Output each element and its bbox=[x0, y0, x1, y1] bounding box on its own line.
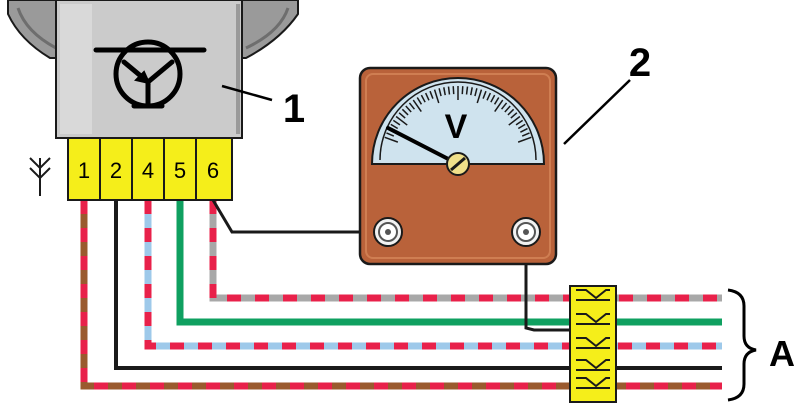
scale-tick bbox=[507, 108, 515, 116]
leader-line-module bbox=[221, 84, 273, 102]
transistor-icon bbox=[93, 39, 207, 109]
scale-tick bbox=[521, 132, 530, 137]
adjust-screw-icon bbox=[446, 152, 470, 176]
scale-tick bbox=[408, 102, 416, 110]
test-lead-negative bbox=[524, 232, 584, 332]
scale-tick bbox=[504, 105, 511, 113]
pin-label: 2 bbox=[110, 158, 122, 183]
probe-contact bbox=[576, 359, 610, 371]
harness-brace bbox=[727, 288, 757, 402]
scale-tick bbox=[508, 115, 521, 126]
probe-contact bbox=[576, 377, 610, 389]
pin-label: 4 bbox=[142, 158, 154, 183]
control-module bbox=[7, 0, 299, 139]
scale-tick bbox=[443, 87, 446, 96]
wire-harness bbox=[80, 199, 722, 390]
scale-tick bbox=[482, 90, 487, 99]
scale-tick bbox=[405, 105, 412, 113]
scale-tick bbox=[494, 99, 504, 113]
scale-tick bbox=[490, 94, 496, 103]
scale-tick bbox=[476, 89, 483, 104]
scale-tick bbox=[438, 88, 442, 97]
scale-tick bbox=[517, 123, 526, 130]
voltmeter-unit: V bbox=[445, 108, 468, 146]
voltmeter-terminal-negative bbox=[511, 217, 541, 247]
scale-tick bbox=[424, 92, 430, 101]
scale-tick bbox=[416, 97, 423, 105]
scale-tick bbox=[510, 112, 518, 119]
scale-tick bbox=[520, 127, 528, 133]
label-module: 1 bbox=[283, 87, 305, 131]
scale-tick bbox=[433, 89, 440, 104]
scale-tick bbox=[412, 99, 422, 113]
probe-contact bbox=[576, 289, 610, 301]
scale-tick bbox=[386, 132, 395, 137]
scale-tick bbox=[465, 86, 469, 95]
pin-label: 6 bbox=[207, 158, 219, 183]
scale-tick bbox=[384, 136, 399, 143]
voltmeter: V bbox=[358, 66, 558, 266]
wire-green bbox=[176, 200, 722, 326]
wire-black bbox=[114, 200, 722, 370]
scale-tick bbox=[392, 119, 401, 126]
scale-tick bbox=[395, 115, 408, 126]
scale-tick bbox=[515, 119, 524, 126]
scale-tick bbox=[493, 97, 500, 105]
probe-contact bbox=[576, 313, 610, 325]
test-lead-positive bbox=[211, 199, 384, 234]
voltmeter-terminal-positive bbox=[373, 217, 403, 247]
voltmeter-needle bbox=[386, 126, 460, 166]
pin-label: 1 bbox=[78, 158, 90, 183]
scale-tick bbox=[390, 123, 399, 130]
scale-tick bbox=[470, 87, 473, 96]
harness-probe-block bbox=[569, 285, 617, 403]
probe-contact bbox=[576, 337, 610, 349]
label-voltmeter: 2 bbox=[629, 41, 651, 85]
scale-tick bbox=[500, 102, 508, 110]
scale-tick bbox=[447, 86, 451, 95]
leader-line-voltmeter bbox=[563, 79, 631, 145]
scale-tick bbox=[474, 88, 478, 97]
wire-grey-red bbox=[209, 200, 722, 302]
scale-tick bbox=[486, 92, 492, 101]
wire-blue-red bbox=[144, 200, 722, 350]
scale-tick bbox=[517, 136, 532, 143]
scale-tick bbox=[401, 108, 409, 116]
scale-tick bbox=[429, 90, 434, 99]
pin-label: 5 bbox=[174, 158, 186, 183]
scale-tick bbox=[420, 94, 426, 103]
wire-brown-red bbox=[80, 200, 722, 390]
voltmeter-scale bbox=[384, 86, 532, 143]
antenna-ground-icon bbox=[29, 157, 51, 196]
scale-tick bbox=[398, 112, 406, 119]
label-harness: A bbox=[769, 333, 795, 374]
module-connector: 1 2 4 5 6 bbox=[67, 137, 233, 201]
